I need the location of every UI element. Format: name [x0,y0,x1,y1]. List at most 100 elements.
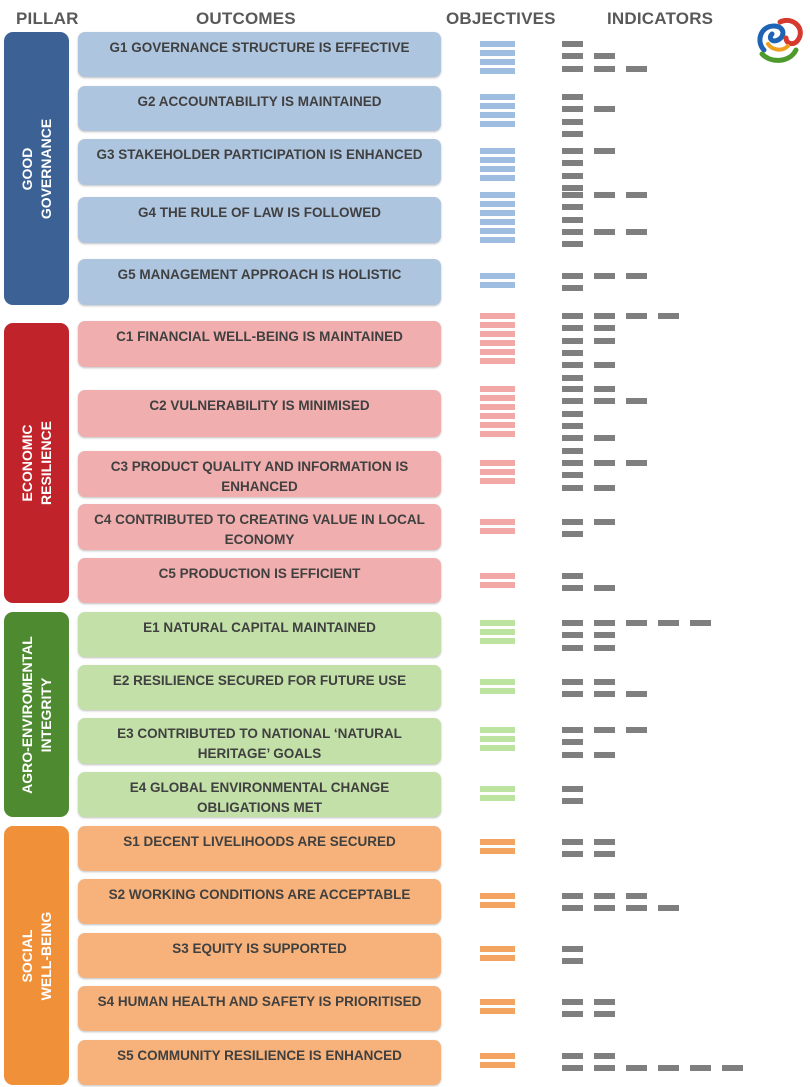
indicator-bar [594,679,615,685]
indicator-bar [562,727,583,733]
outcome-box: G4 THE RULE OF LAW IS FOLLOWED [78,197,441,243]
objective-bar [480,847,515,854]
objective-bar [480,412,515,419]
objective-bar [480,348,515,355]
indicator-bar [594,273,615,279]
objective-bar [480,120,515,127]
indicator-bar [594,893,615,899]
indicator-bar [658,1065,679,1072]
objective-bar [480,468,515,475]
indicator-bar [562,460,583,466]
indicator-bar [658,905,679,912]
objective-bar [480,727,515,733]
outcome-box: S4 HUMAN HEALTH AND SAFETY IS PRIORITISE… [78,986,441,1031]
indicator-bar [562,94,583,100]
indicator-bar [562,241,583,248]
objectives-header: OBJECTIVES [446,9,556,28]
objective-bar [480,386,515,392]
indicator-bar [594,337,615,344]
outcome-box: C3 PRODUCT QUALITY AND INFORMATION IS EN… [78,451,441,497]
indicator-bar [562,118,583,125]
objective-bar [480,94,515,100]
indicator-bar [562,585,583,592]
indicator-bar [594,192,615,198]
indicator-bar [562,786,583,792]
indicator-bar [626,313,647,319]
indicator-bar [562,148,583,154]
indicator-bar [594,691,615,698]
indicator-bar [626,1065,647,1072]
indicator-bar [594,484,615,491]
indicator-bar [626,727,647,733]
pillar-label: GOOD GOVERNANCE [18,118,54,219]
indicator-bar [562,632,583,639]
indicator-bar [562,484,583,491]
indicator-bar [562,851,583,858]
indicator-bar [562,184,583,191]
indicator-bar [562,325,583,332]
indicator-bar [594,435,615,442]
indicator-bar [562,839,583,845]
indicator-bar [626,620,647,626]
indicator-bar [562,65,583,72]
outcome-box: E1 NATURAL CAPITAL MAINTAINED [78,612,441,657]
indicator-bar [562,362,583,369]
indicator-bar [594,362,615,369]
indicator-bar [562,798,583,805]
objective-bar [480,41,515,47]
objective-bar [480,1061,515,1068]
outcome-box: S5 COMMUNITY RESILIENCE IS ENHANCED [78,1040,441,1085]
indicator-bar [562,1065,583,1072]
indicator-bar [562,751,583,758]
indicator-bar [562,644,583,651]
outcome-box: E2 RESILIENCE SECURED FOR FUTURE USE [78,665,441,710]
outcome-box: S1 DECENT LIVELIHOODS ARE SECURED [78,826,441,871]
outcome-box: G1 GOVERNANCE STRUCTURE IS EFFECTIVE [78,32,441,77]
objective-bar [480,111,515,118]
objective-bar [480,954,515,961]
indicator-bar [562,893,583,899]
indicator-bar [594,398,615,405]
objective-bar [480,573,515,579]
indicator-bar [594,1053,615,1059]
indicator-bar [562,130,583,137]
indicator-bar [562,337,583,344]
objective-bar [480,174,515,181]
indicator-bar [594,1011,615,1018]
indicator-bar [562,313,583,319]
objective-bar [480,794,515,801]
objective-bar [480,519,515,525]
objective-bar [480,839,515,845]
objective-bar [480,227,515,234]
objective-bar [480,394,515,401]
objective-bar [480,156,515,163]
outcome-box: S3 EQUITY IS SUPPORTED [78,933,441,978]
indicator-bar [562,519,583,525]
objective-bar [480,49,515,56]
outcome-box: G5 MANAGEMENT APPROACH IS HOLISTIC [78,259,441,305]
indicator-bar [562,106,583,113]
indicator-bar [626,228,647,235]
objective-bar [480,628,515,635]
indicator-bar [658,620,679,626]
objective-bar [480,330,515,337]
objective-bar [480,67,515,74]
objective-bar [480,679,515,685]
indicator-bar [690,620,711,626]
indicator-bar [594,644,615,651]
indicator-bar [594,585,615,592]
objective-bar [480,581,515,588]
indicator-bar [594,65,615,72]
indicator-bar [594,727,615,733]
objective-bar [480,460,515,466]
objective-bar [480,281,515,288]
indicator-bar [594,460,615,466]
indicator-bar [626,398,647,405]
outcome-box: C5 PRODUCTION IS EFFICIENT [78,558,441,603]
indicator-bar [562,349,583,356]
outcome-box: S2 WORKING CONDITIONS ARE ACCEPTABLE [78,879,441,924]
objective-bar [480,357,515,364]
objective-bar [480,999,515,1005]
objective-bar [480,477,515,484]
objective-bar [480,192,515,198]
